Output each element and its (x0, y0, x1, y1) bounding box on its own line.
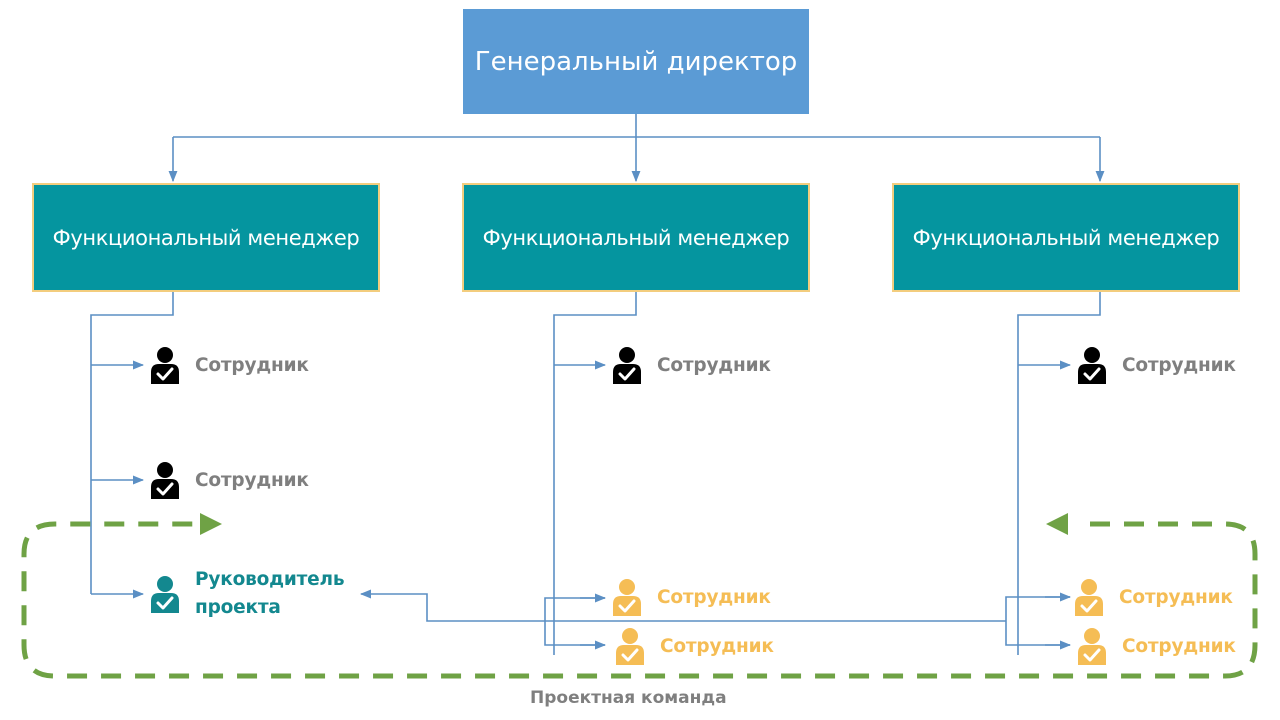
project-manager-label-line2: проекта (195, 597, 281, 618)
team-boundary-arrow-left (1046, 513, 1068, 535)
manager-label: Функциональный менеджер (912, 225, 1220, 250)
project-team-caption: Проектная команда (530, 688, 727, 708)
employee-check-icon (1078, 347, 1106, 384)
team-member-label: Сотрудник (660, 635, 774, 657)
connector-manager-1-trunk (90, 292, 174, 594)
employee-col1-b: Сотрудник (149, 461, 309, 499)
employee-col3-a: Сотрудник (1076, 346, 1236, 384)
project-manager-label-line1: Руководитель (195, 569, 345, 590)
project-manager-check-icon (151, 576, 179, 613)
manager-box-1: Функциональный менеджер (32, 183, 380, 292)
project-manager: Руководитель проекта (149, 566, 345, 622)
team-member-col3-b: Сотрудник (1076, 627, 1236, 665)
team-member-check-icon (613, 579, 641, 616)
team-member-check-icon (616, 628, 644, 665)
team-member-col3-a: Сотрудник (1073, 578, 1233, 616)
employee-col2-a: Сотрудник (611, 346, 771, 384)
ceo-box: Генеральный директор (463, 9, 809, 114)
ceo-label: Генеральный директор (474, 46, 798, 77)
manager-box-2: Функциональный менеджер (462, 183, 810, 292)
manager-label: Функциональный менеджер (52, 225, 360, 250)
connector-manager-2-trunk (553, 292, 637, 655)
project-team-boundary (21, 521, 1258, 679)
team-member-label: Сотрудник (657, 586, 771, 608)
employee-label: Сотрудник (195, 469, 309, 491)
employee-check-icon (151, 462, 179, 499)
connector-manager-3-trunk (1017, 292, 1101, 655)
manager-label: Функциональный менеджер (482, 225, 790, 250)
team-member-col2-b: Сотрудник (614, 627, 774, 665)
connector-m3-team-split (1005, 596, 1070, 646)
team-member-check-icon (1078, 628, 1106, 665)
employee-label: Сотрудник (657, 354, 771, 376)
project-manager-label: Руководитель проекта (195, 566, 345, 622)
team-member-label: Сотрудник (1122, 635, 1236, 657)
employee-col1-a: Сотрудник (149, 346, 309, 384)
employee-label: Сотрудник (1122, 354, 1236, 376)
employee-check-icon (151, 347, 179, 384)
manager-box-3: Функциональный менеджер (892, 183, 1240, 292)
connector-team-to-project-manager (359, 589, 1006, 622)
team-member-col2-a: Сотрудник (611, 578, 771, 616)
employee-label: Сотрудник (195, 354, 309, 376)
team-member-label: Сотрудник (1119, 586, 1233, 608)
team-member-check-icon (1075, 579, 1103, 616)
employee-check-icon (613, 347, 641, 384)
team-boundary-arrow-right (200, 513, 222, 535)
